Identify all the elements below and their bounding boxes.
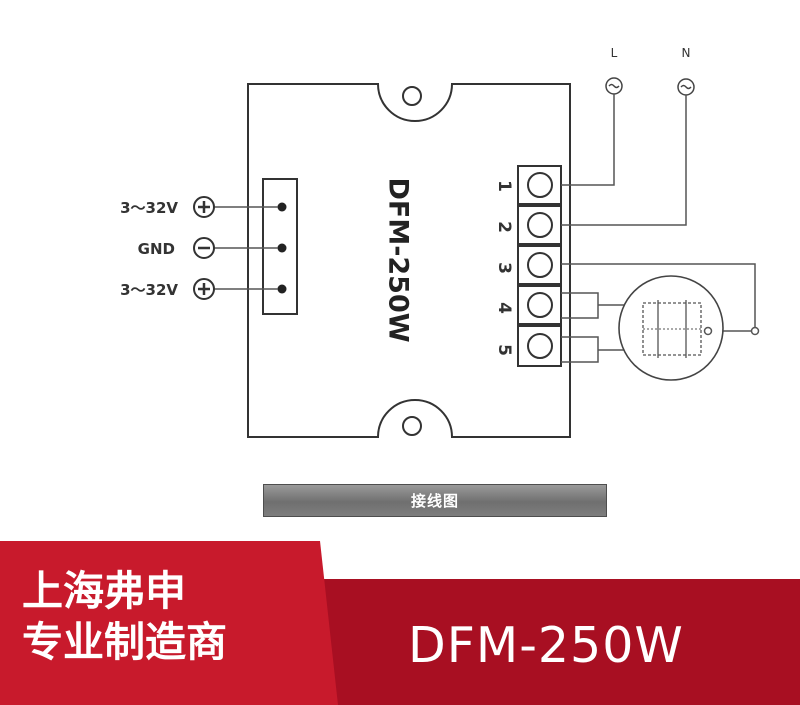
terminal-number-3: 3 bbox=[494, 262, 514, 274]
mounting-hole-bottom bbox=[402, 416, 422, 436]
label-voltage-top: 3～32V bbox=[120, 199, 178, 217]
wire-live-to-terminal-1 bbox=[561, 94, 615, 186]
mounting-hole-top bbox=[402, 86, 422, 106]
ac-neutral-terminal-icon bbox=[677, 78, 695, 96]
controller-housing bbox=[247, 83, 571, 438]
company-name: 上海弗申 专业制造商 bbox=[22, 566, 227, 668]
wire-end-terminal-3 bbox=[750, 326, 760, 336]
terminal-strip bbox=[517, 165, 562, 367]
terminal-number-4: 4 bbox=[494, 302, 514, 314]
diagram-caption: 接线图 bbox=[263, 484, 607, 517]
lamp-load-icon bbox=[618, 275, 724, 381]
plus-terminal-bottom-icon bbox=[193, 278, 215, 300]
minus-terminal-icon bbox=[193, 237, 215, 259]
label-gnd: GND bbox=[138, 240, 175, 258]
caption-text: 接线图 bbox=[410, 492, 459, 510]
company-line-1: 上海弗申 bbox=[22, 567, 186, 615]
dc-pin-3 bbox=[277, 284, 287, 294]
dc-pin-1 bbox=[277, 202, 287, 212]
label-neutral: N bbox=[682, 46, 691, 60]
label-live: L bbox=[611, 46, 618, 60]
company-line-2: 专业制造商 bbox=[22, 618, 227, 666]
terminal-number-1: 1 bbox=[494, 180, 514, 192]
housing-model-label: DFM-250W bbox=[383, 177, 414, 342]
plus-terminal-top-icon bbox=[193, 196, 215, 218]
ac-live-terminal-icon bbox=[605, 77, 623, 95]
terminal-number-5: 5 bbox=[494, 344, 514, 356]
wiring-diagram: DFM-250W 3～32V GND 3～32V 1 2 bbox=[120, 46, 760, 438]
terminal-number-2: 2 bbox=[494, 221, 514, 233]
wire-terminal-3 bbox=[561, 263, 756, 328]
wire-neutral-to-terminal-2 bbox=[561, 95, 687, 226]
banner-model-label: DFM-250W bbox=[408, 617, 684, 674]
dc-pin-2 bbox=[277, 243, 287, 253]
banner-left-band bbox=[0, 541, 338, 705]
banner-right-band bbox=[318, 579, 800, 705]
label-voltage-bottom: 3～32V bbox=[120, 281, 178, 299]
